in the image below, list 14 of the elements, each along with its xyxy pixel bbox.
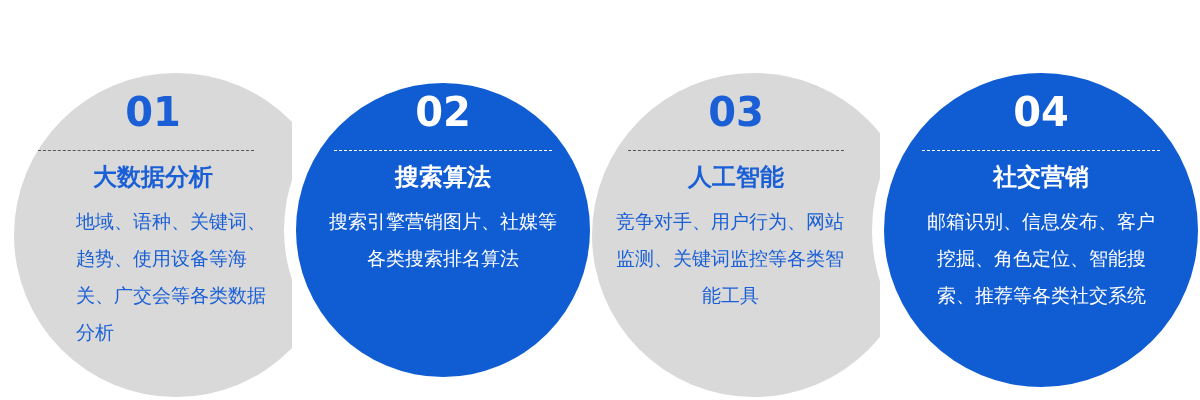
heading: 大数据分析 — [92, 162, 214, 193]
step-number: 03 — [707, 88, 765, 136]
description: 邮箱识别、信息发布、客户挖掘、角色定位、智能搜索、推荐等各类社交系统 — [926, 209, 1156, 308]
step-number: 02 — [414, 88, 472, 136]
step-number: 01 — [124, 88, 182, 136]
description: 竞争对手、用户行为、网站监测、关键词监控等各类智能工具 — [615, 209, 845, 308]
heading: 人工智能 — [687, 162, 785, 193]
description: 搜索引擎营销图片、社媒等各类搜索排名算法 — [328, 209, 558, 271]
heading: 搜索算法 — [393, 162, 492, 193]
description: 地域、语种、关键词、趋势、使用设备等海关、广交会等各类数据分析 — [76, 209, 267, 345]
circle-card — [592, 73, 880, 397]
circle-card — [14, 73, 292, 397]
heading: 社交营销 — [991, 162, 1090, 193]
step-number: 04 — [1012, 88, 1070, 136]
